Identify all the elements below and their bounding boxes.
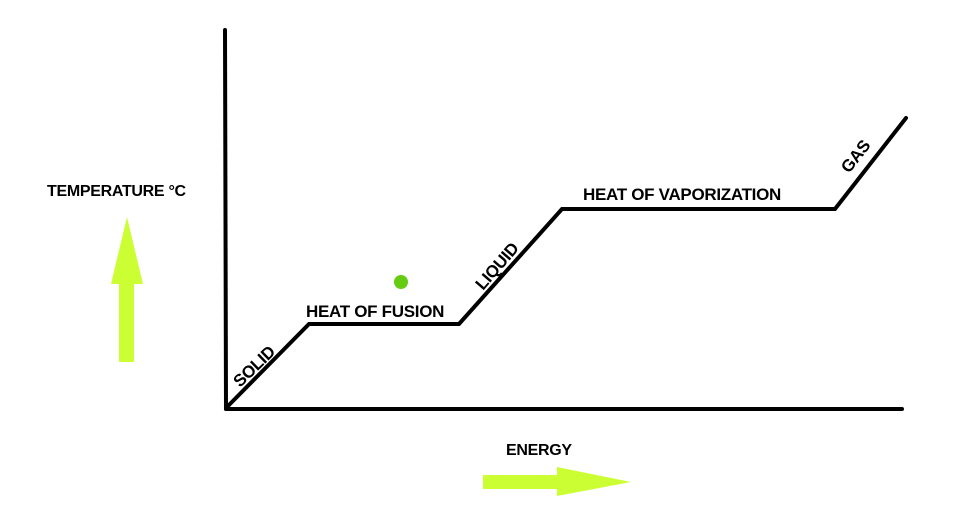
heat-of-vaporization-label: HEAT OF VAPORIZATION (583, 185, 781, 204)
heating-curve (224, 116, 908, 410)
marker-dot (394, 275, 408, 289)
heat-of-fusion-label: HEAT OF FUSION (306, 302, 444, 321)
gas-label: GAS (837, 136, 874, 176)
y-axis-label: TEMPERATURE °C (47, 183, 187, 200)
y-axis-line (223, 28, 228, 411)
right-arrow-icon (483, 467, 631, 496)
x-axis-label: ENERGY (506, 442, 572, 459)
liquid-label: LIQUID (472, 239, 523, 294)
up-arrow-icon (111, 217, 143, 362)
solid-label: SOLID (230, 342, 280, 391)
